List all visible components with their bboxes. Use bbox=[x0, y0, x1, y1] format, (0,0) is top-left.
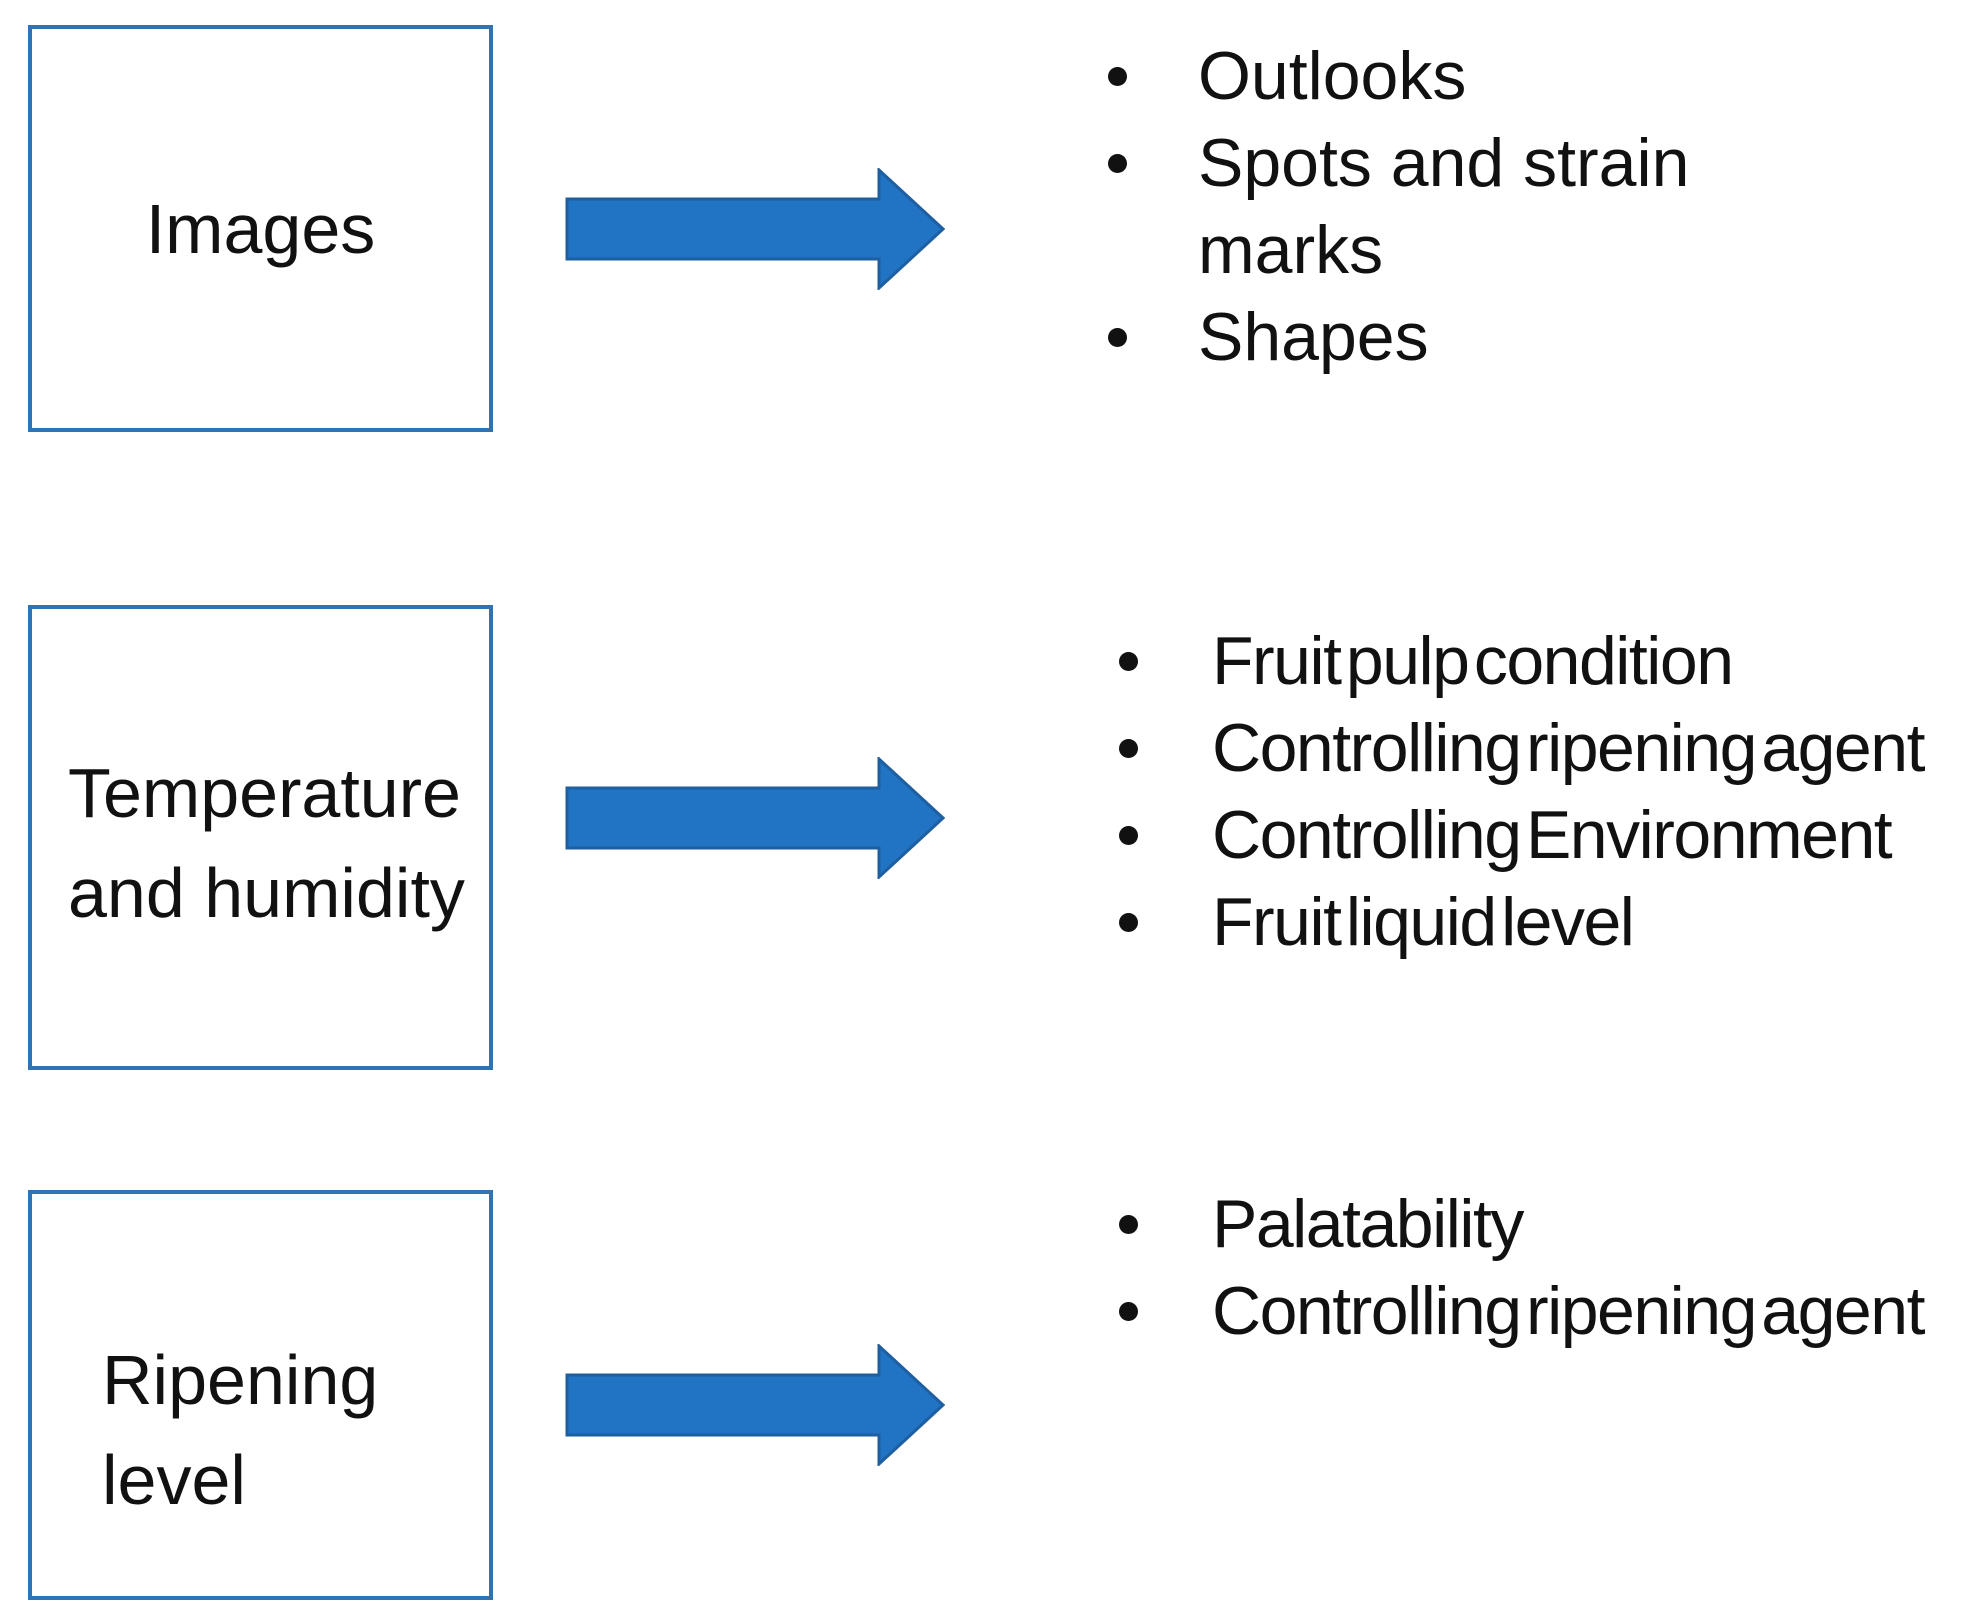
bullet-icon bbox=[1119, 1215, 1138, 1234]
box-ripening-level-label: Ripening level bbox=[102, 1341, 379, 1519]
box-temperature-humidity-label: Temperature and humidity bbox=[68, 753, 465, 932]
list-item-text: Shapes bbox=[1198, 299, 1429, 375]
list-item-text: Controlling ripening agent bbox=[1212, 1273, 1925, 1349]
list-item-text: Fruit liquid level bbox=[1212, 884, 1635, 960]
right-arrow-icon bbox=[565, 757, 945, 879]
box-images: Images bbox=[28, 25, 493, 432]
list-item: Spots and strain marks bbox=[1095, 120, 1835, 294]
list-item-text: Outlooks bbox=[1198, 38, 1467, 114]
bullet-icon bbox=[1119, 1302, 1138, 1321]
bullet-icon bbox=[1108, 154, 1127, 173]
bullet-icon bbox=[1108, 67, 1127, 86]
list-item: Fruit pulp condition bbox=[1095, 618, 1984, 705]
bullet-list-images: Outlooks Spots and strain marks Shapes bbox=[1095, 33, 1835, 381]
list-item: Controlling Environment bbox=[1095, 792, 1984, 879]
box-temperature-humidity: Temperature and humidity bbox=[28, 605, 493, 1070]
bullet-icon bbox=[1119, 652, 1138, 671]
list-item: Controlling ripening agent bbox=[1095, 705, 1984, 792]
list-item-text: Palatability bbox=[1212, 1186, 1524, 1262]
list-item: Fruit liquid level bbox=[1095, 879, 1984, 966]
list-item-text: Controlling ripening agent bbox=[1212, 710, 1925, 786]
list-item: Shapes bbox=[1095, 294, 1835, 381]
list-item-text: Controlling Environment bbox=[1212, 797, 1893, 873]
bullet-list-temperature-humidity: Fruit pulp condition Controlling ripenin… bbox=[1095, 618, 1984, 966]
bullet-list-ripening-level: Palatability Controlling ripening agent bbox=[1095, 1181, 1984, 1355]
box-ripening-level: Ripening level bbox=[28, 1190, 493, 1600]
bullet-icon bbox=[1119, 826, 1138, 845]
box-images-label: Images bbox=[145, 189, 376, 268]
bullet-icon bbox=[1108, 328, 1127, 347]
list-item: Palatability bbox=[1095, 1181, 1984, 1268]
right-arrow-icon bbox=[565, 1344, 945, 1466]
list-item: Controlling ripening agent bbox=[1095, 1268, 1984, 1355]
list-item-text: Fruit pulp condition bbox=[1212, 623, 1734, 699]
list-item: Outlooks bbox=[1095, 33, 1835, 120]
list-item-text: Spots and strain marks bbox=[1198, 125, 1690, 288]
bullet-icon bbox=[1119, 739, 1138, 758]
bullet-icon bbox=[1119, 913, 1138, 932]
right-arrow-icon bbox=[565, 168, 945, 290]
